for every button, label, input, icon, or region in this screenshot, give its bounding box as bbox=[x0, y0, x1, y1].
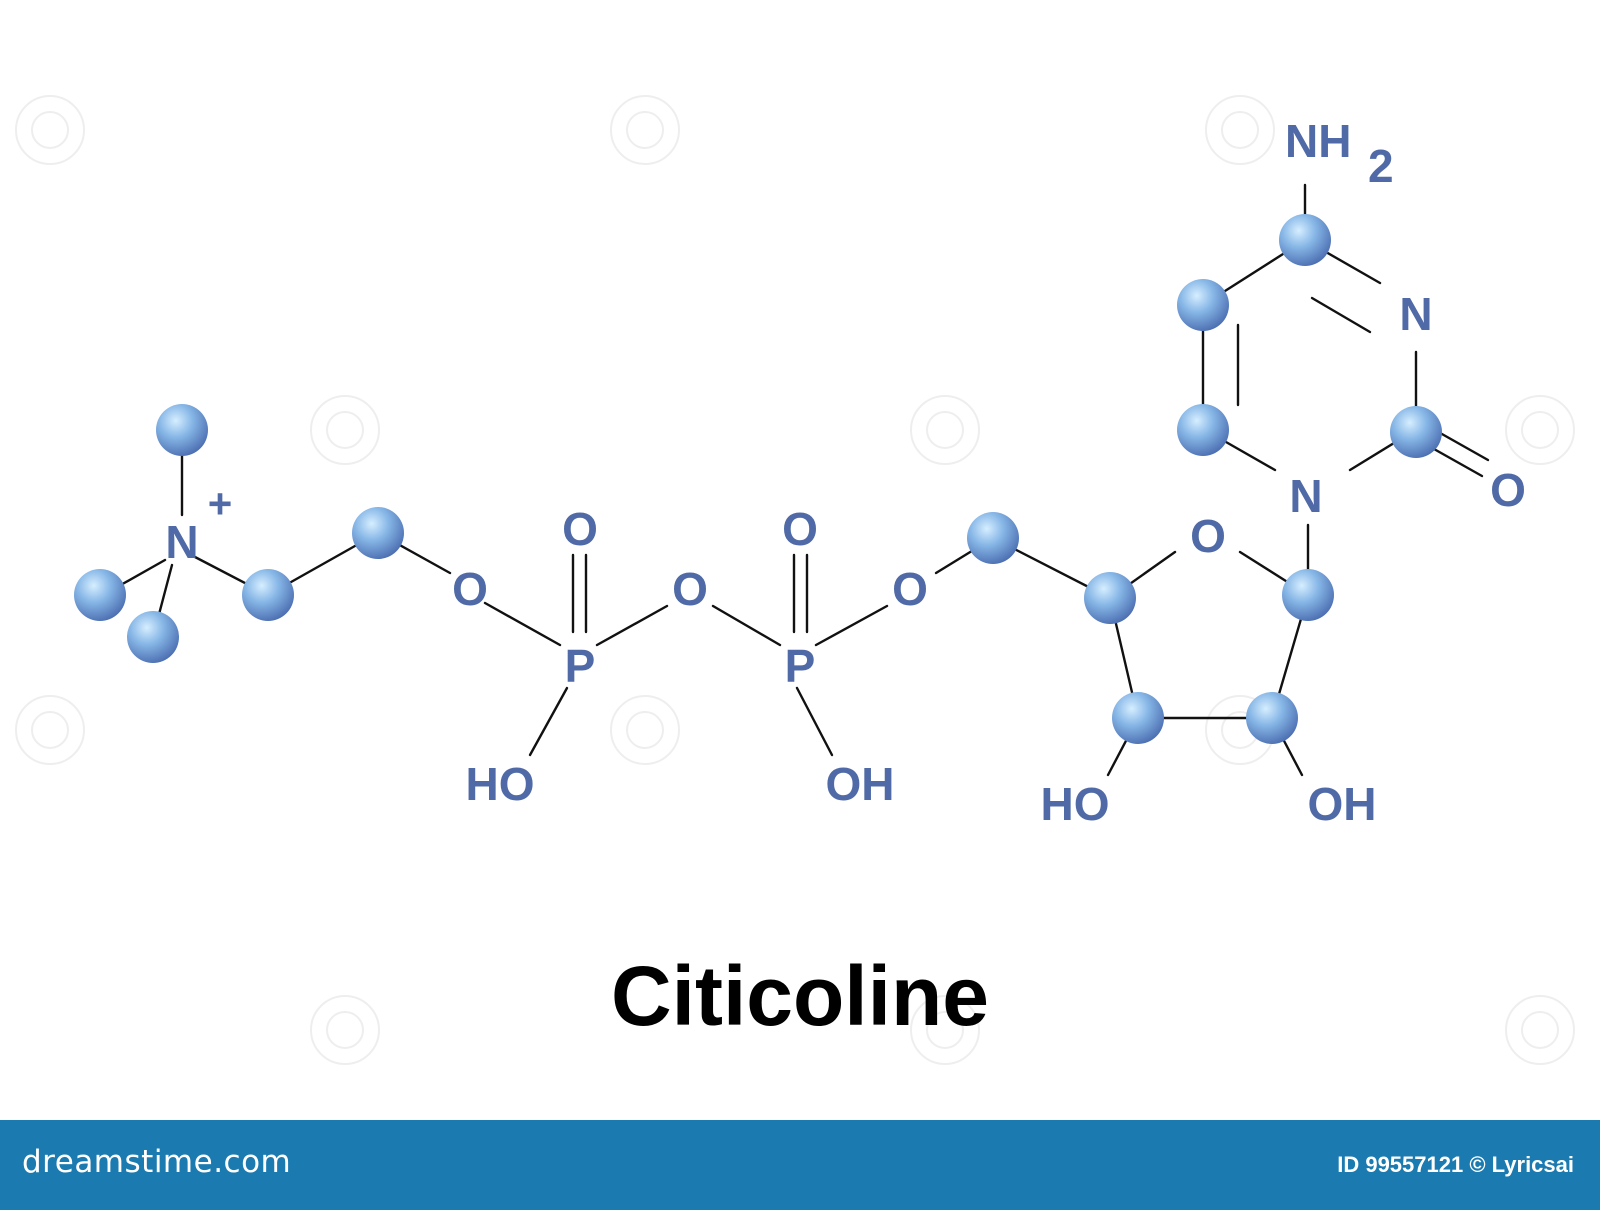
carbon-atoms bbox=[74, 214, 1442, 744]
carbon-ribose-c5 bbox=[967, 512, 1019, 564]
carbon-cytosine-c5 bbox=[1177, 279, 1229, 331]
atom-p1-oh: HO bbox=[466, 758, 535, 810]
bond-p1-oh bbox=[528, 686, 569, 757]
atom-n3: N bbox=[1399, 288, 1432, 340]
atom-p1: P bbox=[565, 640, 596, 692]
molecule-name: Citicoline bbox=[611, 949, 989, 1043]
bond-p1-o-bridge bbox=[595, 604, 669, 647]
carbon-methyl-bottom bbox=[127, 611, 179, 663]
atom-p2-oh: OH bbox=[826, 758, 895, 810]
bond-p2-oh bbox=[795, 686, 834, 757]
carbon-ribose-c4 bbox=[1084, 572, 1136, 624]
footer-bar: dreamstime.com ID 99557121 © Lyricsai bbox=[0, 1120, 1600, 1210]
atom-n1: N bbox=[1289, 470, 1322, 522]
atom-labels: N + O P O HO O P O OH O O HO OH N N O NH… bbox=[165, 115, 1526, 830]
atom-ribose-c3-oh: HO bbox=[1041, 778, 1110, 830]
atom-o-carbonyl: O bbox=[1490, 464, 1526, 516]
atom-o-ester1: O bbox=[452, 563, 488, 615]
carbon-cytosine-c2 bbox=[1390, 406, 1442, 458]
atom-p1-double-o: O bbox=[562, 503, 598, 555]
bond-c4-n3-b bbox=[1310, 296, 1372, 334]
atom-ribose-c2-oh: OH bbox=[1308, 778, 1377, 830]
atom-p2: P bbox=[785, 640, 816, 692]
footer-brand-logo[interactable]: dreamstime.com bbox=[22, 1144, 292, 1180]
carbon-choline-ch2-a bbox=[242, 569, 294, 621]
atom-o-bridge: O bbox=[672, 563, 708, 615]
bond-o-bridge-p2 bbox=[711, 604, 782, 647]
atom-o-ester2: O bbox=[892, 563, 928, 615]
bond-o-p1 bbox=[483, 601, 562, 647]
carbon-ribose-c2 bbox=[1246, 692, 1298, 744]
atom-amine: NH bbox=[1285, 115, 1351, 167]
footer-image-id: ID 99557121 © Lyricsai bbox=[1337, 1152, 1574, 1177]
atom-o-ring: O bbox=[1190, 510, 1226, 562]
carbon-ribose-c3 bbox=[1112, 692, 1164, 744]
atom-amine-subscript: 2 bbox=[1368, 140, 1394, 192]
atom-n-plus: N bbox=[165, 516, 198, 568]
carbon-cytosine-c6 bbox=[1177, 404, 1229, 456]
carbon-choline-ch2-b bbox=[352, 507, 404, 559]
carbon-methyl-left bbox=[74, 569, 126, 621]
carbon-cytosine-c4 bbox=[1279, 214, 1331, 266]
bond-p2-o-ester bbox=[814, 604, 889, 647]
citicoline-structure-diagram: N + O P O HO O P O OH O O HO OH N N O NH… bbox=[15, 95, 1575, 1065]
carbon-ribose-c1 bbox=[1282, 569, 1334, 621]
atom-n-charge: + bbox=[208, 480, 233, 527]
carbon-methyl-top bbox=[156, 404, 208, 456]
atom-p2-double-o: O bbox=[782, 503, 818, 555]
